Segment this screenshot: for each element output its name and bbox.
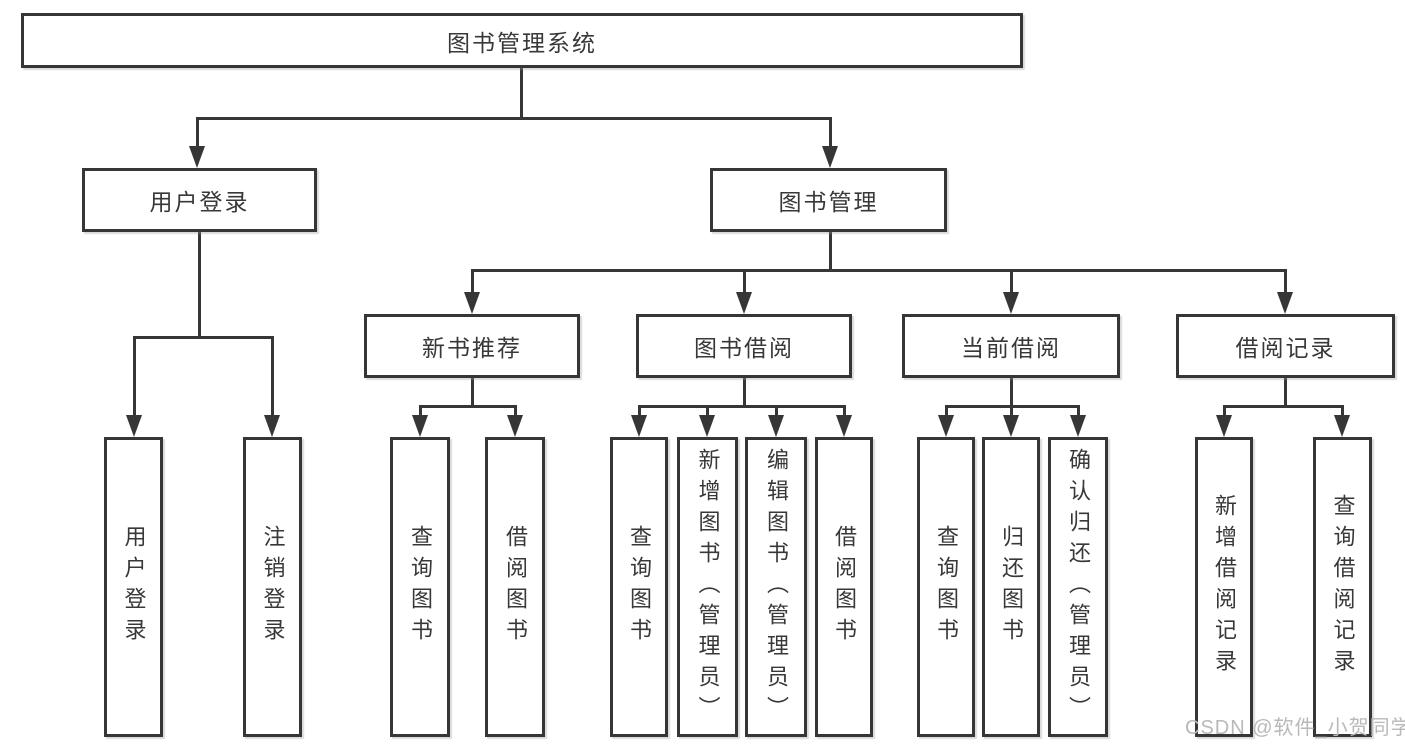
leaf-add-books-admin: 新增图书（管理员） [677, 437, 738, 737]
connector-drop-borrow2 [843, 405, 846, 417]
connector-drop-confirm-return [1077, 405, 1080, 417]
connector-root-crossbar [196, 117, 832, 120]
arrowhead-query-record [1334, 415, 1350, 437]
leaf-borrow-books-recommend-label: 借阅图书 [503, 525, 528, 649]
leaf-logout-label: 注销登录 [260, 525, 286, 649]
leaf-edit-books-admin: 编辑图书（管理员） [745, 437, 807, 737]
leaf-add-books-admin-label: 新增图书（管理员） [695, 447, 721, 727]
connector-recommend-stem [471, 378, 474, 408]
connector-borrow-crossbar [638, 405, 846, 408]
leaf-query-borrow-record-label: 查询借阅记录 [1330, 494, 1356, 680]
connector-drop-borrow1 [514, 405, 517, 417]
arrowhead-new-book [464, 292, 480, 314]
arrowhead-borrow-records [1277, 292, 1293, 314]
leaf-return-books: 归还图书 [982, 437, 1040, 737]
connector-drop-current-borrow [1010, 269, 1013, 295]
leaf-edit-books-admin-label: 编辑图书（管理员） [764, 447, 789, 727]
leaf-query-books-borrow-label: 查询图书 [627, 525, 652, 649]
leaf-query-borrow-record: 查询借阅记录 [1313, 437, 1372, 737]
connector-drop-query2 [638, 405, 641, 417]
connector-drop-leaf-login [133, 336, 136, 418]
leaf-confirm-return-admin-label: 确认归还（管理员） [1066, 447, 1091, 727]
connector-bookmgmt-stem [829, 232, 832, 272]
connector-drop-add-record [1223, 405, 1226, 417]
connector-bookmgmt-crossbar [471, 269, 1287, 272]
arrowhead-confirm-return [1070, 415, 1086, 437]
connector-drop-return [1010, 405, 1013, 417]
leaf-query-books-current: 查询图书 [917, 437, 975, 737]
arrowhead-return [1003, 415, 1019, 437]
arrowhead-add-book [699, 415, 715, 437]
leaf-borrow-books-label: 借阅图书 [832, 525, 857, 649]
leaf-add-borrow-record-label: 新增借阅记录 [1212, 494, 1237, 680]
connector-records-crossbar [1223, 405, 1344, 408]
node-root-label: 图书管理系统 [447, 29, 597, 56]
node-book-management-branch: 图书管理 [710, 168, 947, 232]
connector-drop-borrow-records [1284, 269, 1287, 295]
node-user-login-branch: 用户登录 [82, 168, 317, 232]
leaf-borrow-books: 借阅图书 [815, 437, 873, 737]
arrowhead-borrow1 [507, 415, 523, 437]
leaf-user-login-label: 用户登录 [121, 525, 147, 649]
arrowhead-book-borrow [736, 292, 752, 314]
connector-drop-leaf-logout [271, 336, 274, 418]
leaf-add-borrow-record: 新增借阅记录 [1195, 437, 1253, 737]
leaf-return-books-label: 归还图书 [999, 525, 1024, 649]
connector-drop-book-management [829, 117, 832, 149]
arrowhead-current-borrow [1003, 292, 1019, 314]
leaf-confirm-return-admin: 确认归还（管理员） [1048, 437, 1108, 737]
arrowhead-query2 [631, 415, 647, 437]
node-book-management-branch-label: 图书管理 [778, 189, 879, 215]
node-root: 图书管理系统 [21, 13, 1023, 68]
arrowhead-borrow2 [836, 415, 852, 437]
arrowhead-add-record [1216, 415, 1232, 437]
connector-drop-add-book [706, 405, 709, 417]
connector-drop-edit-book [775, 405, 778, 417]
arrowhead-book-management [822, 146, 838, 168]
node-borrow-records: 借阅记录 [1176, 314, 1395, 378]
leaf-query-books-borrow: 查询图书 [610, 437, 668, 737]
connector-records-stem [1284, 378, 1287, 408]
connector-current-stem [1010, 378, 1013, 408]
arrowhead-leaf-logout [264, 415, 280, 437]
arrowhead-user-login [189, 146, 205, 168]
leaf-query-books-recommend-label: 查询图书 [408, 525, 433, 649]
connector-borrow-stem [743, 378, 746, 408]
arrowhead-query1 [412, 415, 428, 437]
node-new-book-recommend: 新书推荐 [364, 314, 580, 378]
connector-drop-user-login [196, 117, 199, 149]
connector-drop-new-book [471, 269, 474, 295]
node-book-borrow: 图书借阅 [636, 314, 852, 378]
arrowhead-query3 [938, 415, 954, 437]
connector-drop-book-borrow [743, 269, 746, 295]
leaf-query-books-recommend: 查询图书 [390, 437, 450, 737]
arrowhead-edit-book [768, 415, 784, 437]
connector-drop-query3 [945, 405, 948, 417]
leaf-user-login: 用户登录 [104, 437, 163, 737]
connector-recommend-crossbar [419, 405, 517, 408]
csdn-watermark: CSDN @软件_小贺同学 [1185, 717, 1405, 739]
node-new-book-recommend-label: 新书推荐 [422, 335, 522, 361]
node-book-borrow-label: 图书借阅 [694, 335, 794, 361]
connector-drop-query-record [1341, 405, 1344, 417]
arrowhead-leaf-login [126, 415, 142, 437]
leaf-query-books-current-label: 查询图书 [934, 525, 959, 649]
node-current-borrow: 当前借阅 [902, 314, 1120, 378]
connector-root-stem [520, 68, 523, 119]
connector-drop-query1 [419, 405, 422, 417]
connector-userlogin-stem [198, 232, 201, 338]
leaf-logout: 注销登录 [243, 437, 302, 737]
node-borrow-records-label: 借阅记录 [1235, 335, 1336, 361]
connector-userlogin-crossbar [133, 336, 273, 339]
node-user-login-branch-label: 用户登录 [149, 189, 250, 215]
node-current-borrow-label: 当前借阅 [961, 335, 1061, 361]
leaf-borrow-books-recommend: 借阅图书 [485, 437, 545, 737]
